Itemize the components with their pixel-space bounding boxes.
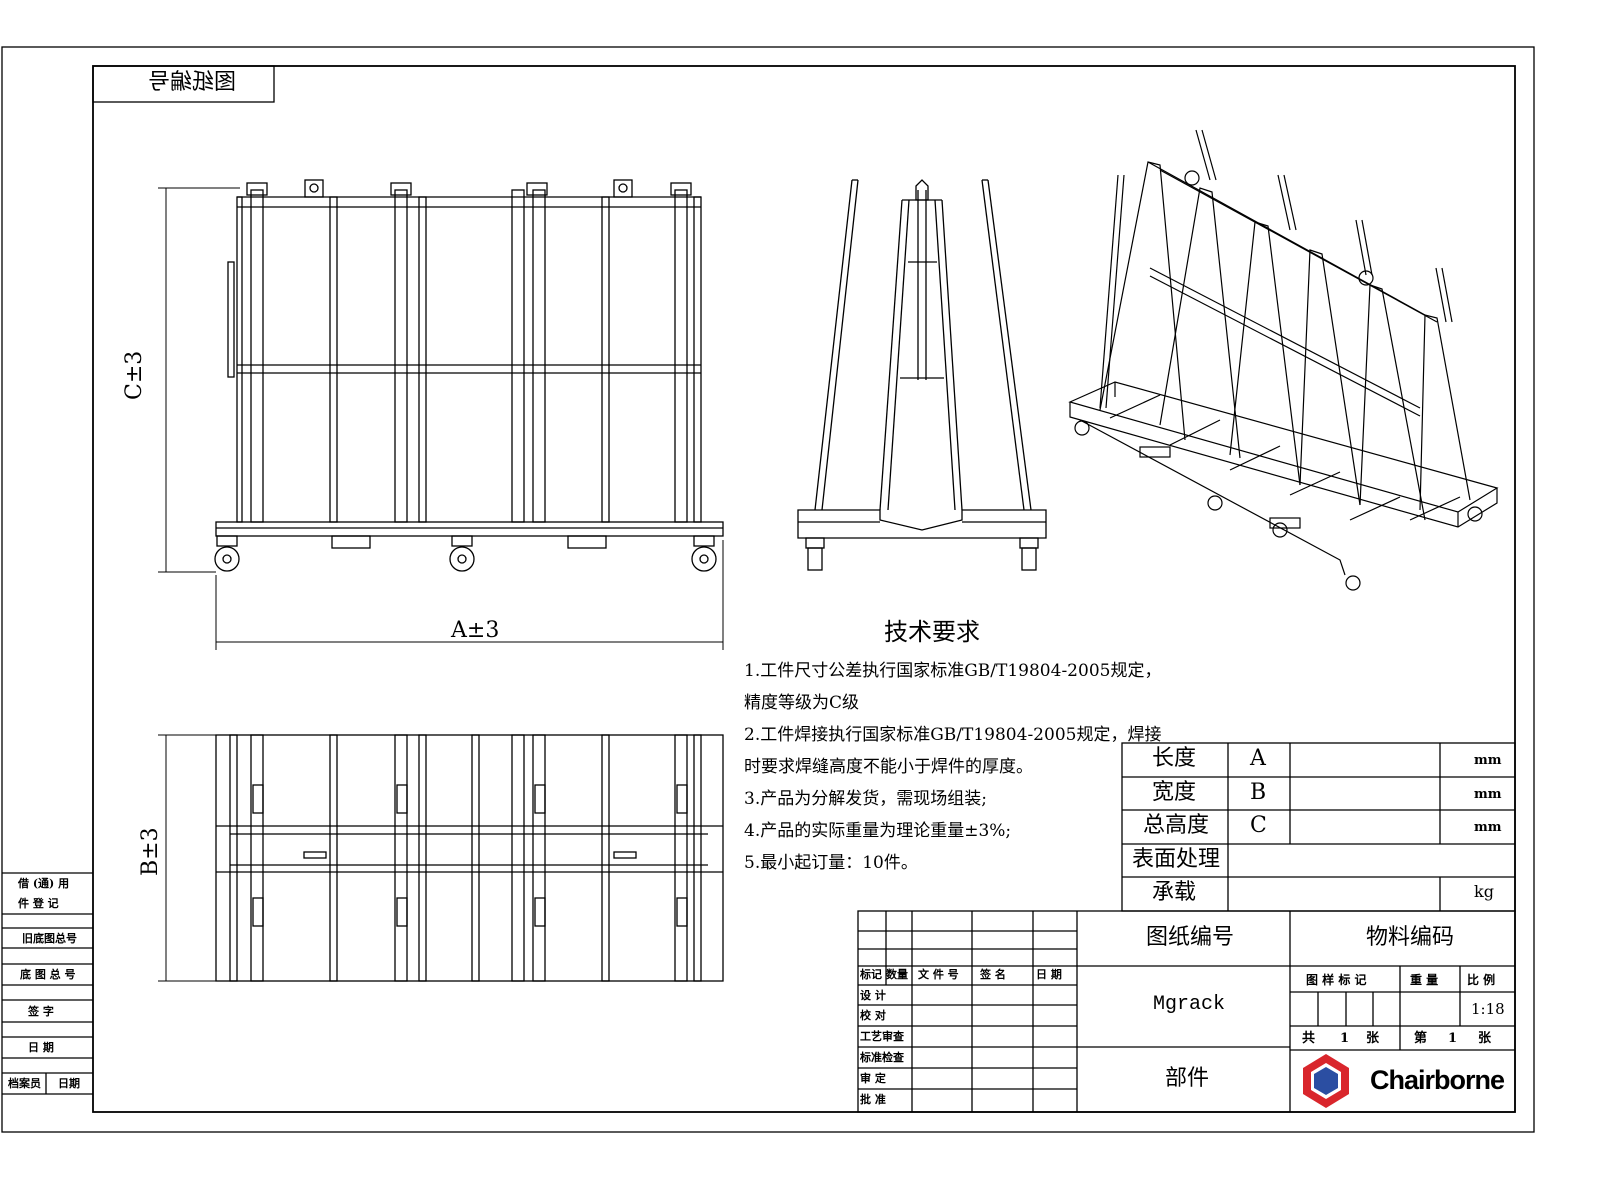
view-label-box — [92, 65, 275, 103]
dim-depth-label: B±3 — [138, 827, 163, 876]
scale-value: 1:18 — [1471, 1000, 1505, 1018]
spec-code-width: B — [1250, 780, 1267, 805]
spec-label-load: 承载 — [1152, 880, 1197, 905]
spec-label-length: 长度 — [1152, 746, 1197, 771]
tb-role-design: 设 计 — [860, 989, 886, 1002]
inner-frame — [92, 65, 1516, 1113]
left-borrow-2: 件 登 记 — [18, 897, 59, 910]
sample-mark-label: 图 样 标 记 — [1306, 973, 1367, 987]
tech-req-line: 4.产品的实际重量为理论重量±3%; — [744, 821, 1012, 841]
tech-req-line: 精度等级为C级 — [744, 693, 860, 713]
spec-label-width: 宽度 — [1152, 780, 1197, 805]
outer-frame — [1, 46, 1535, 1133]
drawing-no-label: 图纸编号 — [1146, 925, 1235, 950]
tech-req-line: 2.工件焊接执行国家标准GB/T19804-2005规定，焊接 — [744, 725, 1162, 745]
weight-label: 重 量 — [1410, 973, 1439, 987]
left-archive-date: 日期 — [58, 1077, 80, 1090]
dim-height-label: C±3 — [122, 350, 147, 400]
front-view — [214, 179, 724, 572]
spec-label-height: 总高度 — [1143, 813, 1210, 838]
tb-role-approve: 审 定 — [860, 1072, 886, 1085]
spec-unit-height: mm — [1474, 820, 1502, 835]
tb-header-sign: 签 名 — [980, 968, 1006, 981]
tb-role-check: 校 对 — [860, 1009, 886, 1022]
left-borrow-1: 借 (通) 用 — [18, 877, 70, 890]
tb-header-mark: 标记 — [860, 968, 882, 981]
sheet-label: 第 — [1414, 1031, 1428, 1046]
left-old-base: 旧底图总号 — [22, 932, 77, 945]
title-block-grid — [857, 910, 1516, 1113]
left-base: 底 图 总 号 — [20, 968, 76, 981]
tb-role-authorize: 批 准 — [860, 1093, 886, 1106]
total-unit: 张 — [1366, 1031, 1380, 1046]
tech-req-line: 时要求焊缝高度不能小于焊件的厚度。 — [744, 757, 1033, 777]
company-name: Chairborne — [1370, 1065, 1505, 1095]
material-code-label: 物料编码 — [1366, 925, 1455, 950]
tech-req-title: 技术要求 — [884, 618, 980, 646]
scale-label: 比 例 — [1467, 973, 1496, 987]
total-count: 1 — [1340, 1031, 1350, 1046]
front-dimensions — [158, 187, 724, 650]
tech-req-line: 1.工件尺寸公差执行国家标准GB/T19804-2005规定， — [744, 661, 1162, 681]
tb-header-date: 日 期 — [1036, 968, 1062, 981]
left-date: 日 期 — [28, 1041, 54, 1054]
sheet-unit: 张 — [1478, 1031, 1492, 1046]
spec-unit-length: mm — [1474, 753, 1502, 768]
left-archivist: 档案员 — [8, 1077, 41, 1090]
tech-req-line: 5.最小起订量：10件。 — [744, 853, 918, 873]
spec-label-surface: 表面处理 — [1132, 847, 1221, 872]
top-view — [215, 734, 724, 982]
view-label: 图纸编号 — [148, 70, 237, 95]
spec-unit-width: mm — [1474, 787, 1502, 802]
spec-code-length: A — [1250, 746, 1266, 771]
drawing-name: Mgrack — [1153, 993, 1226, 1016]
tb-role-standard: 标准检查 — [860, 1051, 904, 1064]
company-logo-icon — [1303, 1054, 1349, 1108]
part-label: 部件 — [1165, 1066, 1210, 1091]
tb-header-file: 文 件 号 — [918, 968, 959, 981]
isometric-view — [1068, 129, 1499, 591]
left-sign: 签 字 — [28, 1005, 54, 1018]
tech-req-line: 3.产品为分解发货，需现场组装; — [744, 789, 987, 809]
left-strip-grid — [2, 872, 93, 1095]
tb-header-qty: 数量 — [886, 968, 908, 981]
tb-role-process: 工艺审查 — [860, 1030, 904, 1043]
sheet-no: 1 — [1448, 1031, 1458, 1046]
dim-width-label: A±3 — [451, 618, 500, 643]
spec-code-height: C — [1250, 813, 1267, 838]
top-dimensions — [158, 734, 216, 982]
total-label: 共 — [1302, 1031, 1316, 1046]
spec-unit-load: kg — [1474, 882, 1494, 901]
side-view — [797, 179, 1047, 571]
